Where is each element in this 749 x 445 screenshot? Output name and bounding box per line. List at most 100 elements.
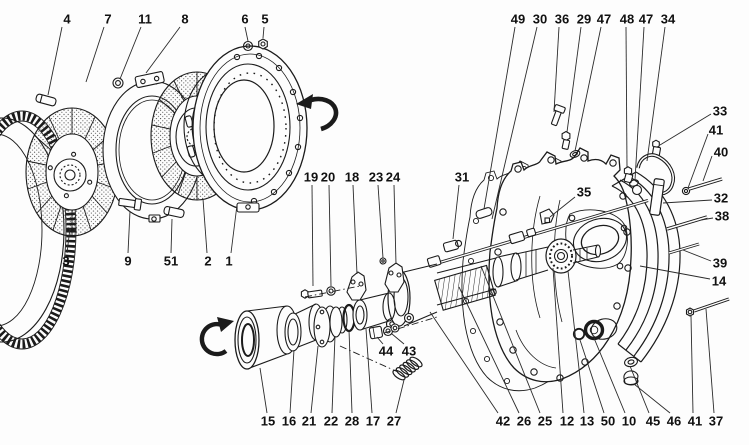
leader-line-35-21 (549, 196, 576, 218)
callout-36-8: 36 (555, 12, 569, 27)
callout-23-26: 23 (369, 170, 383, 185)
callout-22-38: 22 (324, 414, 338, 429)
callout-15-35: 15 (261, 414, 275, 429)
stud-rod-upper (666, 215, 708, 231)
callout-6-4: 6 (241, 12, 248, 27)
callout-14-20: 14 (712, 274, 727, 289)
sealing-washer (569, 149, 581, 159)
return-spring (392, 356, 423, 381)
leader-line-23-26 (377, 184, 384, 259)
callout-1-32: 1 (225, 254, 232, 269)
callout-28-39: 28 (345, 414, 359, 429)
guide-tube (352, 292, 396, 331)
leader-line-22-38 (331, 335, 336, 414)
stud-rod-lower (668, 242, 700, 255)
dowel-pin-2 (163, 206, 185, 218)
leader-line-2-31 (202, 198, 208, 254)
leader-line-3-28 (66, 227, 71, 254)
leader-line-16-36 (289, 349, 295, 414)
cover-washer (242, 40, 254, 52)
leader-line-49-6 (483, 26, 516, 210)
fork-bracket-right (384, 262, 405, 293)
callout-17-40: 17 (366, 414, 380, 429)
leader-line-13-46 (567, 270, 585, 414)
callout-13-46: 13 (580, 414, 594, 429)
gasket-holes (462, 163, 561, 385)
release-bearing (234, 305, 298, 370)
lock-nut (368, 325, 384, 340)
fork-bracket-left (346, 271, 367, 301)
leader-line-24-27 (393, 184, 397, 265)
callout-37-52: 37 (709, 414, 723, 429)
leader-line-43-34 (391, 333, 405, 345)
callout-48-11: 48 (620, 12, 634, 27)
rotation-arrow-icon (296, 94, 339, 132)
leader-line-41-15 (687, 133, 709, 189)
spacer-ring (329, 306, 348, 338)
callout-9-29: 9 (124, 254, 131, 269)
leader-line-32-17 (662, 199, 713, 204)
clutch-disc-rear (25, 107, 119, 237)
leader-line-47-12 (634, 26, 645, 181)
leader-line-51-30 (170, 218, 173, 254)
leader-line-29-9 (566, 26, 582, 133)
drain-washer (624, 356, 638, 368)
leader-line-42-42 (429, 311, 499, 414)
leader-line-21-37 (310, 345, 319, 414)
callout-39-19: 39 (713, 256, 727, 271)
shaft-bearing (545, 238, 577, 274)
leader-line-50-47 (579, 339, 605, 414)
callout-21-37: 21 (302, 414, 316, 429)
callout-33-14: 33 (713, 104, 727, 119)
leader-line-27-41 (395, 379, 405, 414)
callout-43-34: 43 (402, 344, 416, 359)
strap-bolt (118, 197, 143, 211)
leader-line-1-32 (230, 204, 238, 254)
shaft-tip-splines (572, 244, 602, 264)
callout-31-22: 31 (455, 170, 469, 185)
callout-20-24: 20 (321, 170, 335, 185)
retaining-clip (539, 208, 555, 225)
dowel-pin-cover (475, 207, 493, 219)
callout-25-44: 25 (538, 414, 552, 429)
leader-line-8-3 (145, 26, 181, 74)
leader-line-34-13 (646, 26, 666, 162)
callout-16-36: 16 (282, 414, 296, 429)
leader-line-4-0 (47, 26, 63, 96)
callout-44-33: 44 (379, 344, 394, 359)
callout-42-42: 42 (496, 414, 510, 429)
callout-3-28: 3 (62, 254, 69, 269)
callout-5-5: 5 (261, 12, 268, 27)
leader-line-30-7 (491, 26, 538, 220)
callout-49-6: 49 (511, 12, 525, 27)
leader-line-6-4 (244, 26, 249, 42)
stud-bolt (550, 104, 566, 127)
callout-12-45: 12 (560, 414, 574, 429)
callout-30-7: 30 (533, 12, 547, 27)
leader-line-44-33 (376, 336, 384, 345)
leader-line-38-18 (700, 217, 714, 221)
callout-34-13: 34 (661, 12, 676, 27)
callout-27-41: 27 (387, 414, 401, 429)
leader-line-19-23 (311, 184, 314, 287)
leader-line-41-51 (690, 315, 694, 414)
tie-rod (688, 177, 723, 191)
callout-4-0: 4 (63, 12, 71, 27)
fork-bolt (300, 289, 323, 299)
leader-line-46-50 (633, 383, 671, 414)
leader-line-40-16 (702, 155, 713, 182)
callout-24-27: 24 (386, 170, 401, 185)
callout-29-9: 29 (577, 12, 591, 27)
leader-line-28-39 (348, 329, 353, 414)
callout-38-18: 38 (715, 209, 729, 224)
leader-line-20-24 (328, 184, 332, 287)
callout-35-21: 35 (577, 185, 591, 200)
leader-line-48-11 (625, 26, 628, 168)
leader-line-37-52 (705, 308, 715, 414)
callout-18-25: 18 (345, 170, 359, 185)
callout-50-47: 50 (601, 414, 615, 429)
leader-line-14-20 (639, 265, 711, 280)
callout-51-30: 51 (164, 254, 178, 269)
